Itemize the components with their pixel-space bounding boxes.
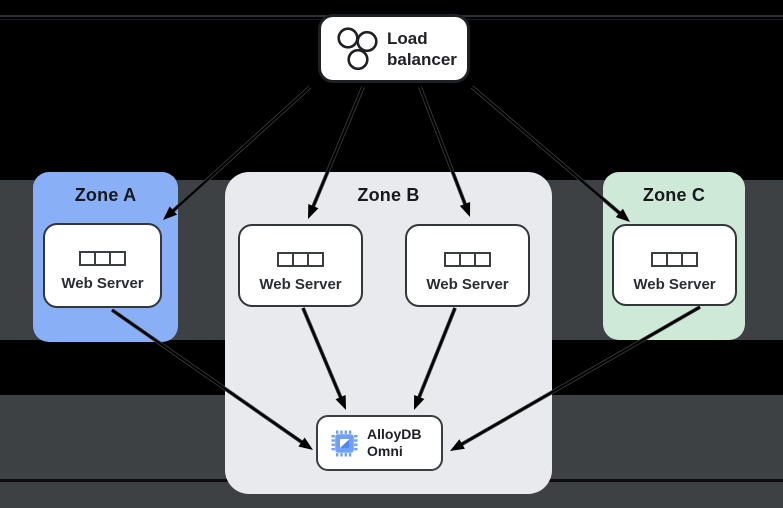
alloydb-omni-node: AlloyDB Omni bbox=[316, 415, 443, 471]
web-server-node-zone-c: Web Server bbox=[612, 224, 737, 306]
server-rack-icon bbox=[79, 251, 126, 266]
zone-c: Zone C Web Server bbox=[603, 172, 745, 340]
load-balancer-icon bbox=[337, 26, 378, 70]
server-rack-icon bbox=[651, 252, 698, 267]
alloydb-chip-icon bbox=[331, 430, 358, 456]
web-server-label: Web Server bbox=[61, 275, 144, 292]
alloydb-omni-label: AlloyDB Omni bbox=[367, 426, 422, 459]
web-server-node-zone-b-2: Web Server bbox=[405, 224, 530, 307]
web-server-label: Web Server bbox=[259, 276, 342, 293]
zone-b-title: Zone B bbox=[357, 185, 420, 205]
server-rack-icon bbox=[444, 252, 491, 267]
web-server-node-zone-a: Web Server bbox=[43, 223, 162, 308]
web-server-label: Web Server bbox=[426, 276, 509, 293]
zone-a: Zone A Web Server bbox=[33, 172, 178, 342]
load-balancer-label: Load balancer bbox=[387, 28, 457, 69]
web-server-label: Web Server bbox=[633, 276, 716, 293]
load-balancer-node: Load balancer bbox=[318, 14, 470, 83]
server-rack-icon bbox=[277, 252, 324, 267]
zone-a-title: Zone A bbox=[74, 185, 137, 205]
zone-c-title: Zone C bbox=[642, 185, 706, 205]
web-server-node-zone-b-1: Web Server bbox=[238, 224, 363, 307]
